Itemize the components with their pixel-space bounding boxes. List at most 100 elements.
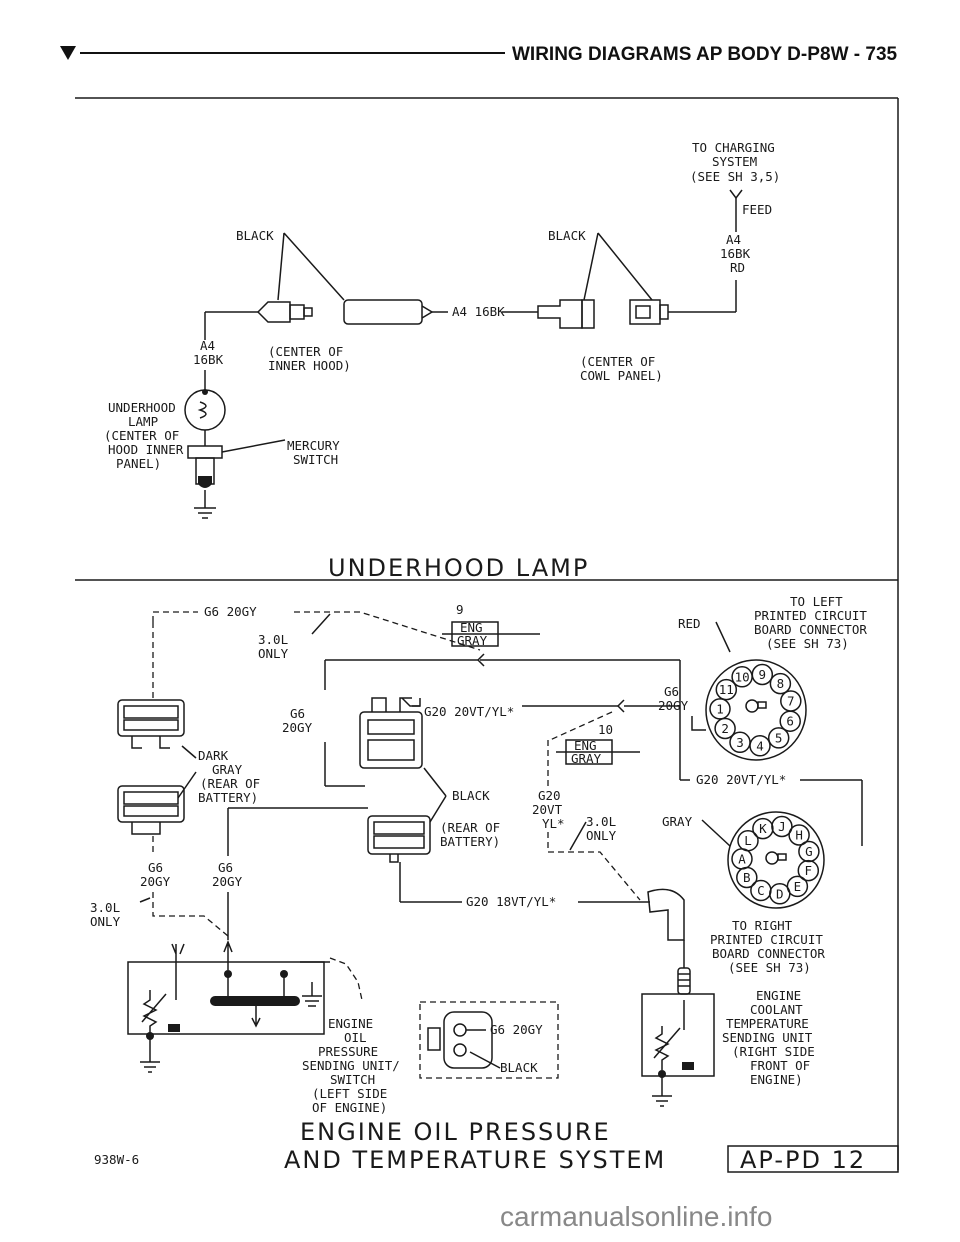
svg-text:20VT: 20VT — [532, 802, 563, 817]
g6-a-2: 20GY — [140, 874, 171, 889]
g6-center-1: G6 — [290, 706, 305, 721]
svg-text:SENDING UNIT/: SENDING UNIT/ — [302, 1058, 400, 1073]
svg-text:G20: G20 — [538, 788, 561, 803]
gray-label: GRAY — [662, 814, 693, 829]
svg-text:PANEL): PANEL) — [116, 456, 161, 471]
a4-feed-label: A4 16BK RD — [720, 232, 751, 275]
only-30l-mid-2: ONLY — [586, 828, 617, 843]
center-inner-hood-2: INNER HOOD) — [268, 358, 351, 373]
oil-ground-icon — [140, 1061, 160, 1073]
black-right-label: BLACK — [548, 228, 586, 243]
only-30l-left-2: ONLY — [90, 914, 121, 929]
svg-text:(CENTER OF: (CENTER OF — [104, 428, 179, 443]
eng-gray-10-connector: ENG GRAY — [556, 738, 640, 766]
pin-label: E — [794, 879, 802, 894]
svg-text:COOLANT: COOLANT — [750, 1002, 803, 1017]
svg-text:TO CHARGING: TO CHARGING — [692, 140, 775, 155]
eng-gray-9-connector: ENG GRAY — [442, 620, 540, 648]
left-connector-lower — [117, 785, 185, 835]
pin-label: 5 — [775, 730, 783, 745]
svg-text:SYSTEM: SYSTEM — [712, 154, 757, 169]
red-label: RED — [678, 616, 701, 631]
pin-circle — [767, 727, 790, 749]
pin-circle — [709, 698, 731, 720]
inner-hood-connector-icon — [256, 299, 434, 325]
header-triangle-icon — [60, 46, 76, 60]
pin-label: 4 — [756, 738, 764, 753]
svg-text:RD: RD — [730, 260, 745, 275]
svg-text:FRONT OF: FRONT OF — [750, 1058, 810, 1073]
engine-title-1: ENGINE OIL PRESSURE — [300, 1118, 611, 1146]
svg-text:ENGINE: ENGINE — [756, 988, 801, 1003]
coolant-sensor-box — [641, 993, 715, 1077]
g20-18-label: G20 18VT/YL* — [466, 894, 556, 909]
oil-switch-diaphragm — [210, 996, 300, 1006]
svg-text:LAMP: LAMP — [128, 414, 158, 429]
only-30l-mid-1: 3.0L — [586, 814, 616, 829]
pin-circle — [752, 817, 774, 840]
black-mid-label: BLACK — [452, 788, 490, 803]
pin-label: 11 — [719, 682, 734, 697]
svg-text:BATTERY): BATTERY) — [198, 790, 258, 805]
pin-label: J — [778, 819, 786, 834]
only-30l-top-2: ONLY — [258, 646, 289, 661]
pin-circle — [715, 678, 738, 701]
svg-text:(SEE SH 73): (SEE SH 73) — [728, 960, 811, 975]
svg-text:UNDERHOOD: UNDERHOOD — [108, 400, 176, 415]
header-title: WIRING DIAGRAMS AP BODY D-P — [512, 44, 820, 65]
underhood-lamp-title: UNDERHOOD LAMP — [328, 554, 589, 582]
center-inner-hood-1: (CENTER OF — [268, 344, 343, 359]
g6-right-1: G6 — [664, 684, 679, 699]
black-right-leader — [583, 232, 653, 301]
diagram-code: 938W-6 — [94, 1152, 139, 1167]
pin-label: 2 — [721, 721, 729, 736]
svg-text:(SEE SH 3,5): (SEE SH 3,5) — [690, 169, 780, 184]
feed-label: FEED — [742, 202, 772, 217]
svg-text:ENG: ENG — [574, 738, 597, 753]
svg-text:ENG: ENG — [460, 620, 483, 635]
svg-text:PRINTED CIRCUIT: PRINTED CIRCUIT — [710, 932, 823, 947]
oil-connector-icon — [427, 1011, 493, 1069]
svg-text:BOARD CONNECTOR: BOARD CONNECTOR — [712, 946, 825, 961]
pin-label: 9 — [759, 667, 767, 682]
g20-vt-yl-top: G20 20VT/YL* — [424, 704, 514, 719]
svg-text:ENGINE: ENGINE — [328, 1016, 373, 1031]
svg-text:ENGINE): ENGINE) — [750, 1072, 803, 1087]
header-page-ref: 8W - 735 — [820, 44, 898, 65]
rear-battery-2: BATTERY) — [440, 834, 500, 849]
pin-label: B — [743, 870, 751, 885]
a4-left-2: 16BK — [193, 352, 224, 367]
feed-arrow-icon — [729, 189, 743, 200]
svg-text:GRAY: GRAY — [457, 633, 488, 648]
g6-top-label: G6 20GY — [204, 604, 257, 619]
pin-label: K — [759, 821, 767, 836]
pin-9-label: 9 — [456, 602, 464, 617]
coolant-variable-resistor-icon — [653, 1026, 694, 1070]
svg-text:OF ENGINE): OF ENGINE) — [312, 1100, 387, 1115]
oil-connector-dashed-box — [419, 1001, 559, 1079]
svg-text:TO RIGHT: TO RIGHT — [732, 918, 793, 933]
to-charging-label: TO CHARGING SYSTEM (SEE SH 3,5) — [690, 140, 780, 184]
cowl-connector-icon — [537, 299, 669, 329]
pin-label: 3 — [736, 735, 744, 750]
center-cowl-1: (CENTER OF — [580, 354, 655, 369]
svg-text:TEMPERATURE: TEMPERATURE — [726, 1016, 809, 1031]
pin-circle — [769, 672, 792, 695]
pin-label: F — [805, 863, 813, 878]
svg-text:A4: A4 — [726, 232, 741, 247]
g6-a-1: G6 — [148, 860, 163, 875]
watermark: carmanualsonline.info — [500, 1201, 772, 1232]
mercury-label-2: SWITCH — [293, 452, 338, 467]
g20-vt-yl-right: G20 20VT/YL* — [696, 772, 786, 787]
svg-text:GRAY: GRAY — [212, 762, 243, 777]
g6-b-2: 20GY — [212, 874, 243, 889]
pin-label: 1 — [716, 701, 724, 716]
svg-text:(RIGHT SIDE: (RIGHT SIDE — [732, 1044, 815, 1059]
page-box — [727, 1145, 899, 1173]
svg-text:(SEE SH 73): (SEE SH 73) — [766, 636, 849, 651]
oil-switch-box — [127, 961, 325, 1035]
pin-circle — [771, 815, 793, 838]
